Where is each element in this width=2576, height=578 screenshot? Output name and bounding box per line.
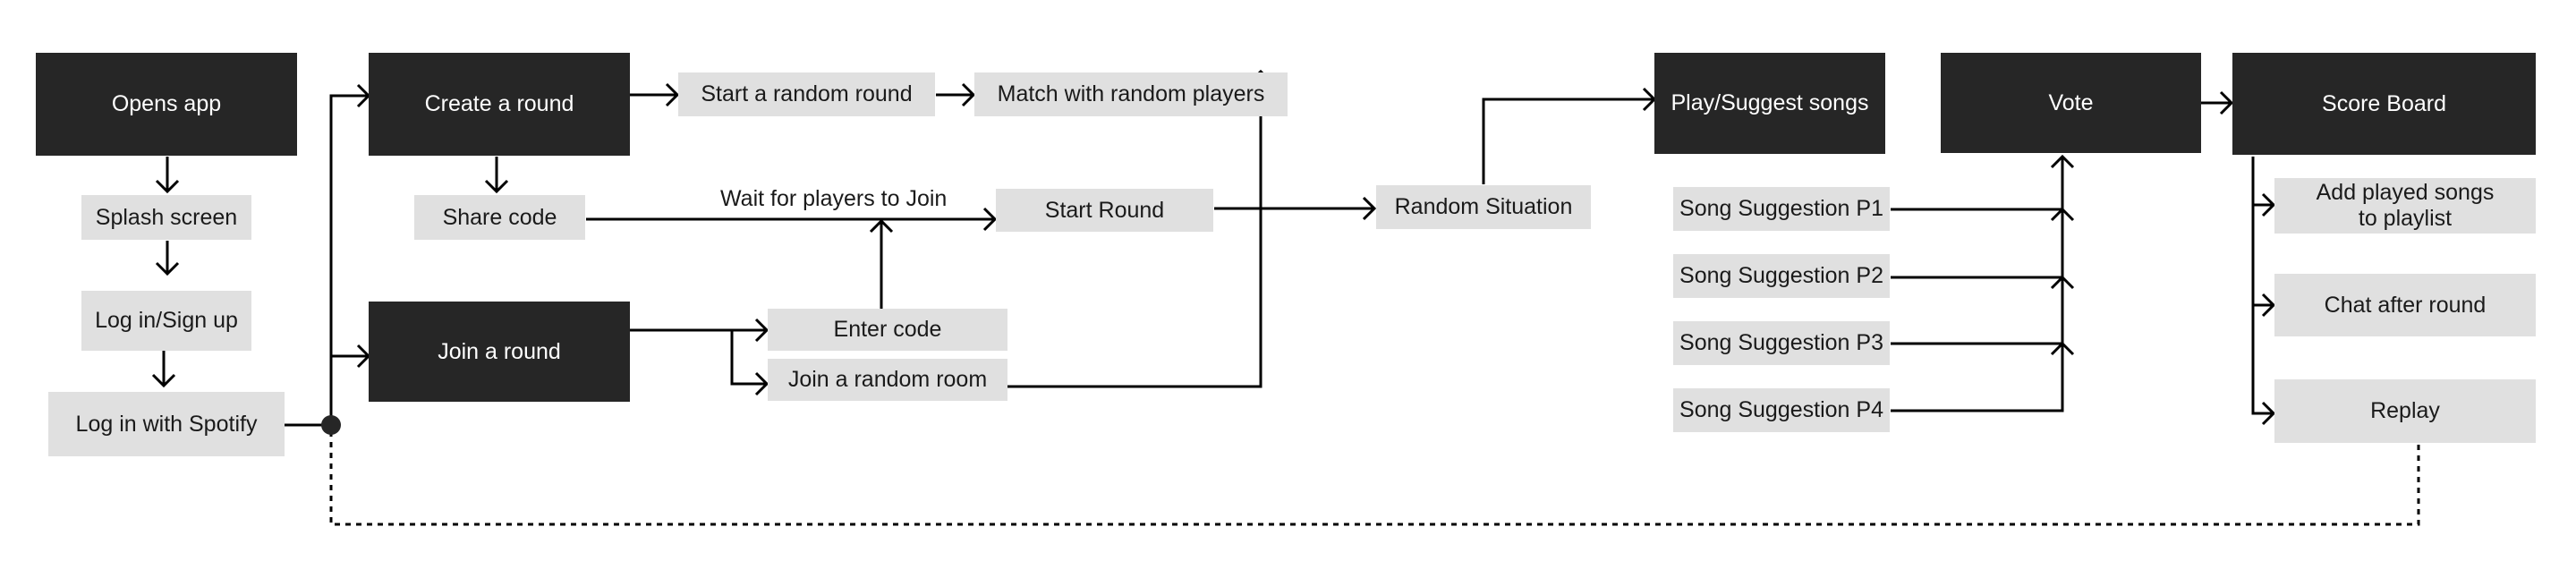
node-login-spotify: Log in with Spotify [48,392,285,456]
node-replay: Replay [2274,379,2536,443]
node-chat-after-round: Chat after round [2274,274,2536,336]
node-song-p3: Song Suggestion P3 [1673,321,1890,365]
node-song-p1: Song Suggestion P1 [1673,187,1890,231]
edge-room-to-match [1007,72,1262,388]
junction-dot [321,415,341,435]
arrowhead [151,373,176,388]
arrowhead [665,82,680,107]
arrowhead [754,371,769,396]
arrowhead [2261,293,2276,318]
node-vote: Vote [1941,53,2201,153]
arrowhead [2050,154,2075,169]
node-start-random-round: Start a random round [678,72,935,116]
node-splash-screen: Splash screen [81,195,251,240]
arrowhead [2050,207,2075,222]
node-start-round: Start Round [996,189,1213,232]
node-enter-code: Enter code [768,309,1007,351]
node-share-code: Share code [414,195,585,240]
edge-score-branches [2251,157,2274,415]
node-join-random-room: Join a random room [768,359,1007,401]
node-song-p2: Song Suggestion P2 [1673,254,1890,298]
arrowhead [1362,196,1377,221]
node-add-played-songs: Add played songs to playlist [2274,178,2536,234]
node-song-p4: Song Suggestion P4 [1673,388,1890,432]
edge-situation-to-play [1482,98,1654,184]
edge-p4-to-vote [1891,157,2064,412]
node-create-round: Create a round [369,53,630,156]
arrowhead [2050,341,2075,356]
node-random-situation: Random Situation [1376,185,1591,229]
edge-label-wait-players: Wait for players to Join [720,186,948,211]
node-login-signup: Log in/Sign up [81,291,251,351]
node-join-round: Join a round [369,302,630,402]
arrowhead [484,179,509,194]
arrowhead [155,261,180,276]
edge-trunk-create-join [329,94,369,425]
arrowhead [982,207,998,232]
edge-join-to-random-room [730,330,767,386]
arrowhead [2261,401,2276,426]
node-opens-app: Opens app [36,53,297,156]
arrowhead [2261,192,2276,217]
node-play-suggest: Play/Suggest songs [1654,53,1885,154]
arrowhead [155,179,180,194]
node-match-random: Match with random players [974,72,1288,116]
edge-replay-loop [329,428,2420,526]
arrowhead [961,82,976,107]
node-score-board: Score Board [2232,53,2536,155]
arrowhead [869,218,894,234]
arrowhead [2050,275,2075,290]
arrowhead [2219,90,2234,115]
arrowhead [754,318,769,343]
